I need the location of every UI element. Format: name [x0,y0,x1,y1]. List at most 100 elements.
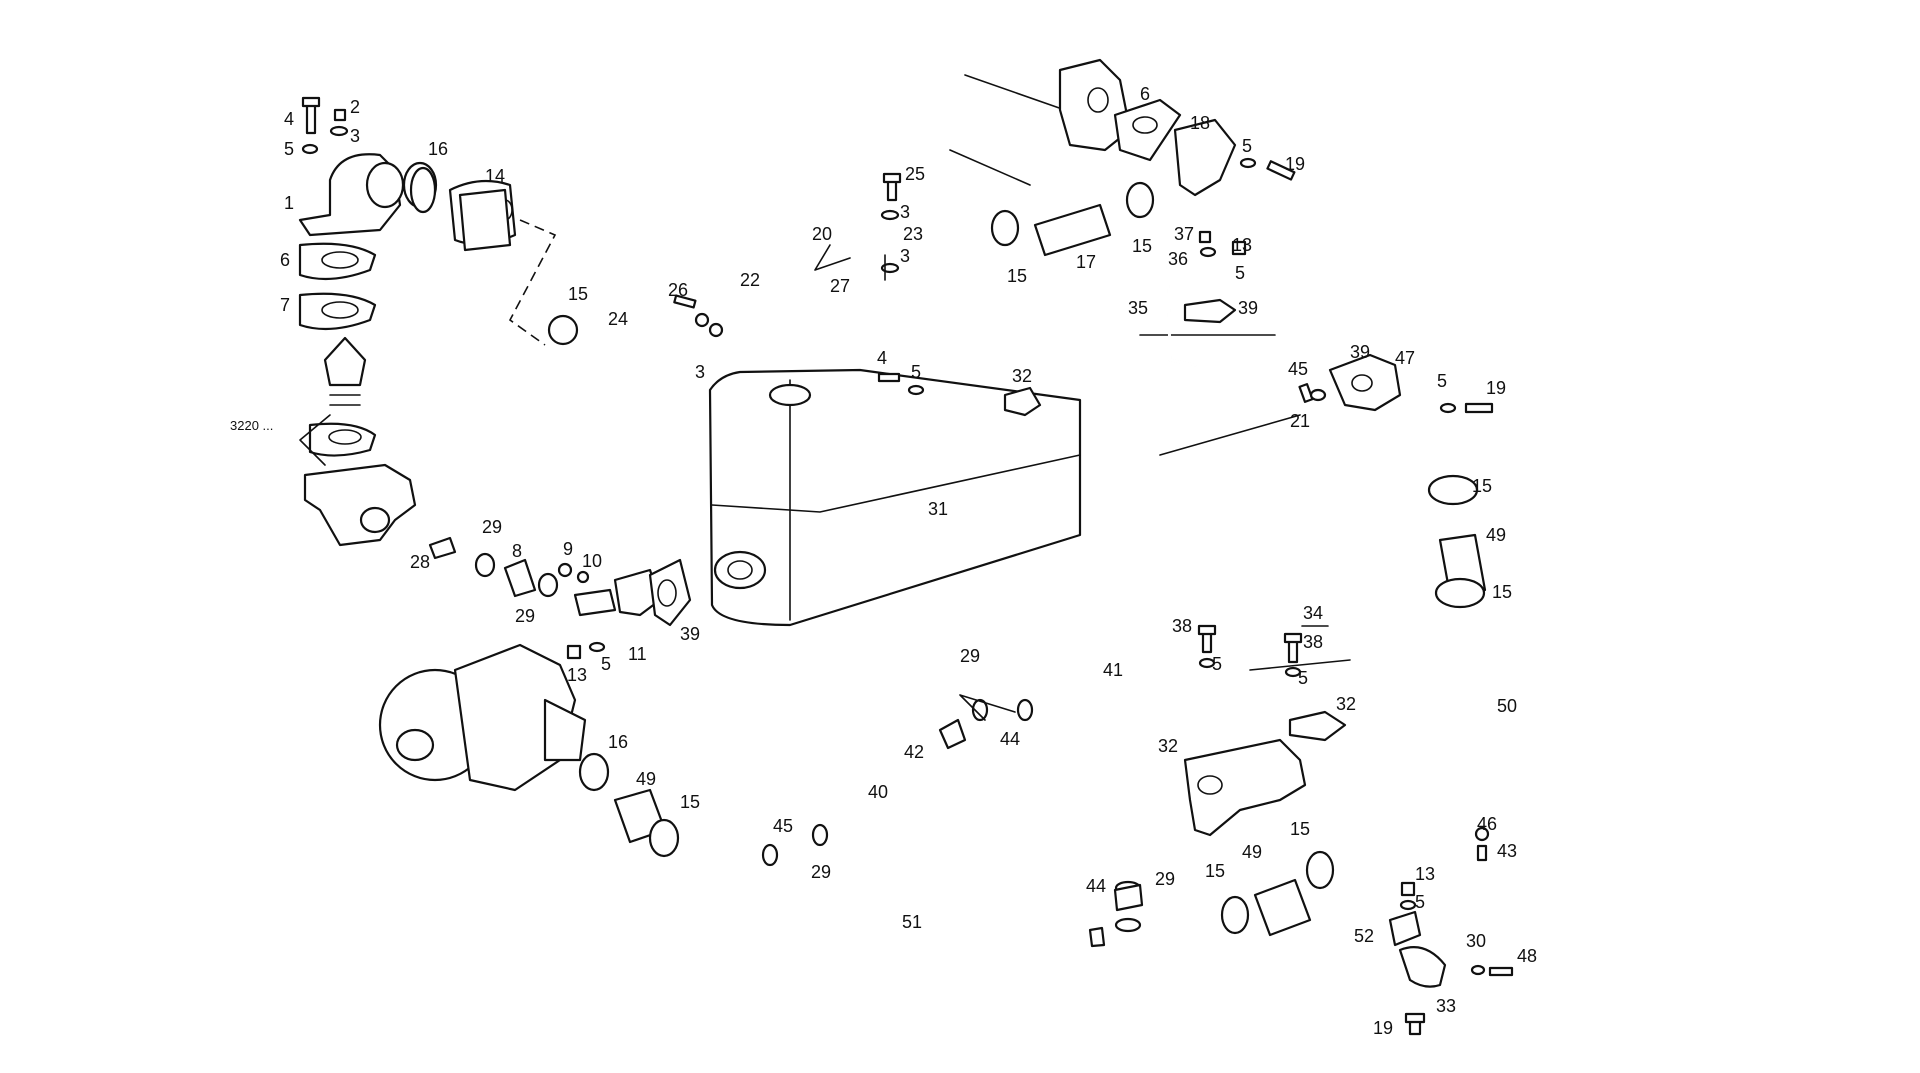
callout-39: 39 [1238,298,1258,318]
callout-28: 28 [410,552,430,572]
callout-32: 32 [1158,736,1178,756]
callout-19: 19 [1373,1018,1393,1038]
callout-15: 15 [568,284,588,304]
engine-outline-lines [949,74,1351,671]
callout-16: 16 [608,732,628,752]
hose-51 [654,834,1226,1022]
callout-29: 29 [482,517,502,537]
thermostat-valve [323,336,367,406]
hose-top [865,235,995,275]
hose-clamps [409,166,1486,935]
callout-9: 9 [563,539,573,559]
callout-49: 49 [1486,525,1506,545]
branch-housing-32 [1183,738,1307,837]
callout-42: 42 [904,742,924,762]
callout-11: 11 [628,644,647,664]
callout-50: 50 [1497,696,1517,716]
callout-49: 49 [1242,842,1262,862]
callout-13: 13 [1415,864,1435,884]
callout-15: 15 [1492,582,1512,602]
pipe-fittings [428,536,1144,948]
callout-29: 29 [811,862,831,882]
callout-46: 46 [1477,814,1497,834]
callout-47: 47 [1395,348,1415,368]
outlet-elbow-47 [1328,353,1402,412]
callout-29: 29 [960,646,980,666]
callout-29: 29 [515,606,535,626]
callout-15: 15 [1472,476,1492,496]
callout-5: 5 [284,139,294,159]
callout-7: 7 [280,295,290,315]
callout-39: 39 [1350,342,1370,362]
pipe-41 [1027,687,1303,723]
callout-27: 27 [830,276,850,296]
callout-5: 5 [601,654,611,674]
water-outlet-elbow [303,463,417,547]
callout-15: 15 [1205,861,1225,881]
callout-39: 39 [680,624,700,644]
callout-2: 2 [350,97,360,117]
gaskets-6-7 [298,242,377,457]
callout-3220: 3220 ... [230,418,273,433]
callout-1: 1 [284,193,294,213]
callout-26: 26 [668,280,688,300]
bracket-clip [1388,910,1447,988]
callout-5: 5 [1242,136,1252,156]
callout-13: 13 [567,665,587,685]
callout-45: 45 [773,816,793,836]
flange-gaskets [613,298,1347,742]
callout-43: 43 [1497,841,1517,861]
callout-23: 23 [903,224,923,244]
hose-24 [566,326,694,371]
callout-48: 48 [1517,946,1537,966]
callout-49: 49 [636,769,656,789]
callout-34: 34 [1303,603,1323,623]
callout-19: 19 [1285,154,1305,174]
callout-15: 15 [1007,266,1027,286]
callout-15: 15 [1132,236,1152,256]
callout-37: 37 [1174,224,1194,244]
callout-15: 15 [1290,819,1310,839]
callout-31: 31 [928,499,948,519]
fasteners [301,96,1514,1036]
callout-36: 36 [1168,249,1188,269]
callout-21: 21 [1290,411,1310,431]
callout-32: 32 [1336,694,1356,714]
pipe-40 [836,696,1209,846]
leader-lines [299,244,1016,721]
callout-45: 45 [1288,359,1308,379]
callout-40: 40 [868,782,888,802]
callout-3: 3 [695,362,705,382]
callout-30: 30 [1466,931,1486,951]
hose-50 [1332,612,1496,875]
callout-3: 3 [900,202,910,222]
callout-22: 22 [740,270,760,290]
callout-4: 4 [284,109,294,129]
callout-5: 5 [1437,371,1447,391]
callout-5: 5 [1235,263,1245,283]
callout-5: 5 [911,362,921,382]
callout-44: 44 [1086,876,1106,896]
callout-14: 14 [485,166,505,186]
callout-20: 20 [812,224,832,244]
callout-5: 5 [1298,668,1308,688]
callout-38: 38 [1303,632,1323,652]
callout-18: 18 [1190,113,1210,133]
pipe-35 [1166,263,1197,367]
callout-38: 38 [1172,616,1192,636]
callout-8: 8 [512,541,522,561]
callout-33: 33 [1436,996,1456,1016]
callout-15: 15 [680,792,700,812]
callout-32: 32 [1012,366,1032,386]
upper-bracket-elbow [1058,58,1237,197]
callout-6: 6 [1140,84,1150,104]
callout-4: 4 [877,348,887,368]
callout-35: 35 [1128,298,1148,318]
callout-44: 44 [1000,729,1020,749]
callout-41: 41 [1103,660,1123,680]
callout-13: 13 [1232,235,1252,255]
callout-29: 29 [1155,869,1175,889]
callout-19: 19 [1486,378,1506,398]
callout-16: 16 [428,139,448,159]
